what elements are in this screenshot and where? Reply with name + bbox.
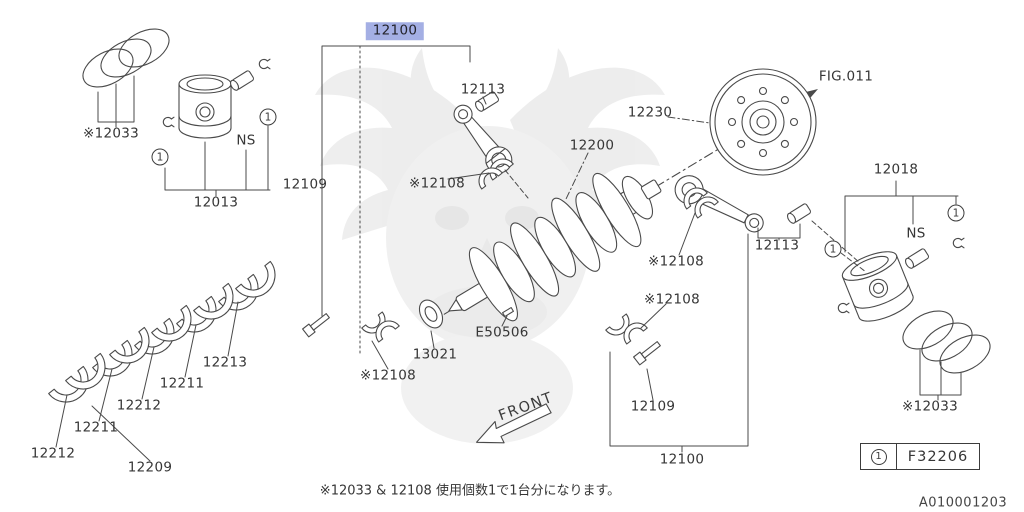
part-label-12212-a[interactable]: 12212 <box>116 397 162 414</box>
e50506-bolt-drawing <box>502 306 514 318</box>
part-label-12209[interactable]: 12209 <box>127 459 173 476</box>
part-label-12113-top[interactable]: 12113 <box>460 81 506 98</box>
flywheel-drawing <box>709 68 817 176</box>
part-label-12108-rod-top[interactable]: ※12108 <box>408 175 466 192</box>
part-label-e50506[interactable]: E50506 <box>475 324 529 341</box>
part-label-12211-a[interactable]: 12211 <box>159 375 205 392</box>
usage-note: ※12033 & 12108 使用個数1で1台分になります。 <box>319 483 621 499</box>
legend-box: 1 F32206 <box>860 443 980 470</box>
part-label-12213[interactable]: 12213 <box>202 354 248 371</box>
part-label-13021[interactable]: 13021 <box>412 346 458 363</box>
part-label-12018[interactable]: 12018 <box>873 161 919 178</box>
part-label-12109-left[interactable]: 12109 <box>282 176 328 193</box>
piston-left-drawing <box>178 74 232 139</box>
part-label-12100-bottom[interactable]: 12100 <box>659 451 705 468</box>
piston-rings-right-drawing <box>902 310 991 374</box>
part-label-12230[interactable]: 12230 <box>627 104 673 121</box>
piston-right-drawing <box>841 251 914 322</box>
part-label-12108-right-b[interactable]: ※12108 <box>643 291 701 308</box>
fig-reference[interactable]: FIG.011 <box>818 68 874 85</box>
crankshaft-drawing <box>448 172 662 322</box>
qty-callout-1: 1 <box>259 108 277 126</box>
part-label-12109-right[interactable]: 12109 <box>630 398 676 415</box>
fig-ref-arrowhead <box>806 89 818 98</box>
qty-callout-1: 1 <box>947 204 965 222</box>
part-label-12108-bottom[interactable]: ※12108 <box>359 367 417 384</box>
piston-rings-left-drawing <box>82 28 170 88</box>
part-label-12100-selected[interactable]: 12100 <box>365 22 425 40</box>
thrust-washer-drawing <box>418 299 444 329</box>
part-label-12108-right-a[interactable]: ※12108 <box>647 253 705 270</box>
part-label-12033-right[interactable]: ※12033 <box>901 398 959 415</box>
ns-label-right: NS <box>906 225 926 242</box>
part-label-12113-right[interactable]: 12113 <box>754 237 800 254</box>
part-label-12211-b[interactable]: 12211 <box>73 419 119 436</box>
legend-code[interactable]: F32206 <box>907 448 969 465</box>
legend-qty-callout: 1 <box>870 448 887 465</box>
doc-number: A010001203 <box>918 495 1008 511</box>
part-label-12200[interactable]: 12200 <box>569 137 615 154</box>
leader-lines <box>55 45 962 462</box>
part-label-12033-left[interactable]: ※12033 <box>82 125 140 142</box>
front-arrow <box>476 403 552 444</box>
legend-symbol-cell: 1 <box>861 444 897 469</box>
part-label-12212-b[interactable]: 12212 <box>30 445 76 462</box>
part-label-12013[interactable]: 12013 <box>193 194 239 211</box>
qty-callout-1: 1 <box>824 240 842 258</box>
qty-callout-1: 1 <box>151 148 169 166</box>
ns-label-left: NS <box>236 132 256 149</box>
